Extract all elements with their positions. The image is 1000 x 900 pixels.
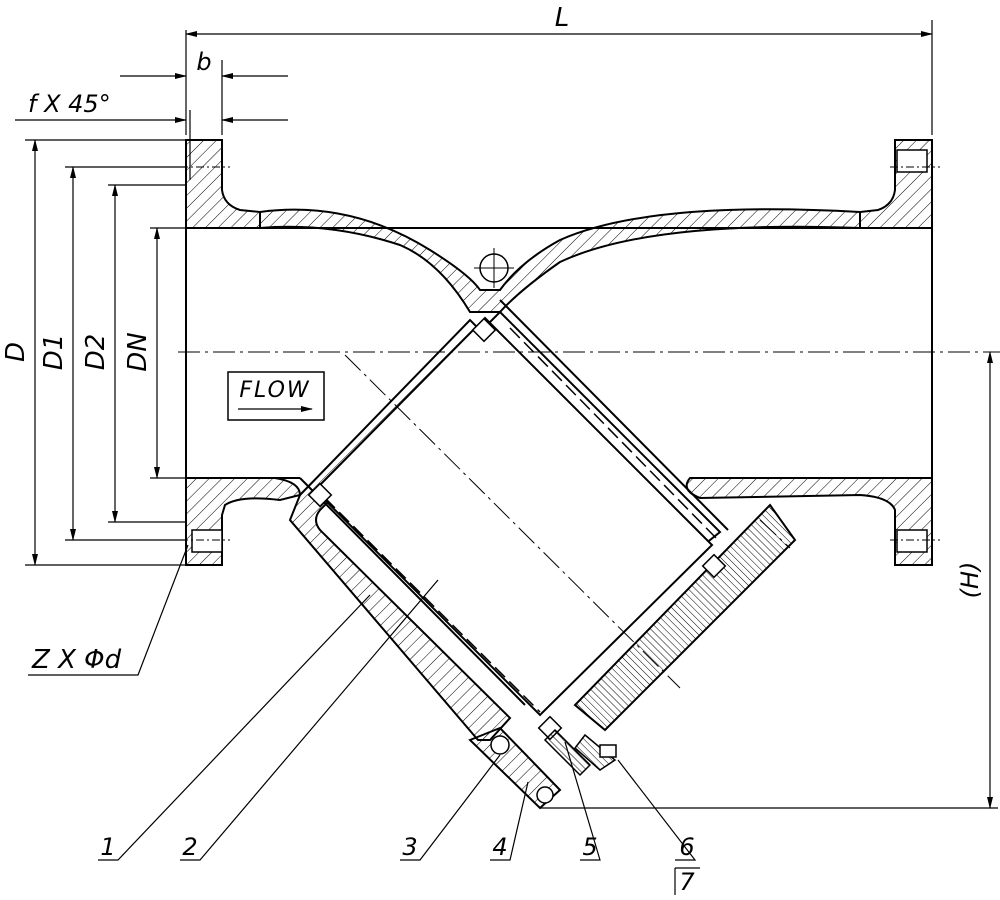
top-wall: [259, 208, 861, 313]
flow-box: [227, 371, 325, 421]
part-number-6: 6: [679, 833, 694, 861]
cover: [573, 503, 797, 732]
label-D: D: [1, 342, 31, 362]
part-leaders: [98, 579, 700, 895]
label-chamfer: f X 45°: [28, 90, 111, 118]
cover-axis: [759, 519, 791, 549]
right-bolt-hole-lower: [896, 529, 928, 553]
screen-inner-line: [299, 477, 526, 706]
seat-block: [471, 317, 497, 343]
leader-part-3: [400, 754, 501, 861]
label-bolt-holes: Z X Φd: [31, 645, 122, 675]
screen-hidden-line: [324, 497, 541, 713]
left-flange: [185, 139, 261, 229]
right-bolt-hole-upper: [896, 149, 928, 173]
label-b: b: [196, 48, 211, 76]
seat-block: [307, 482, 333, 508]
leader-part-4: [490, 781, 529, 861]
label-D1: D1: [39, 334, 69, 371]
screen-outer-line: [499, 299, 729, 531]
left-bolt-hole: [191, 529, 223, 553]
label-H: (H): [956, 562, 984, 599]
part-number-4: 4: [492, 833, 507, 861]
centerlines: [178, 351, 1000, 689]
label-DN: DN: [123, 332, 153, 371]
label-L: L: [555, 3, 570, 33]
dimensions: [15, 20, 998, 809]
part-number-2: 2: [182, 833, 197, 861]
label-D2: D2: [81, 334, 111, 371]
part-number-1: 1: [100, 833, 115, 861]
seat-block: [701, 553, 727, 579]
flow-label: FLOW: [239, 378, 310, 403]
drain-bolt-head: [490, 735, 510, 755]
part-number-7: 7: [679, 868, 695, 896]
leader-part-5: [564, 741, 601, 861]
screen-hidden-line: [509, 327, 719, 541]
strainer-leg: [288, 248, 797, 810]
plug-nut: [599, 744, 617, 758]
right-flange-lower: [685, 477, 933, 566]
part-number-5: 5: [582, 833, 597, 861]
leader-part-1: [98, 594, 371, 861]
leader-part-2: [180, 579, 439, 861]
drain-nut: [536, 786, 554, 804]
screen: [313, 316, 714, 717]
flow-indicator: FLOW: [227, 371, 325, 421]
part-number-3: 3: [402, 833, 417, 861]
strainer-axis: [344, 354, 681, 689]
leader-part-6: [617, 759, 697, 861]
leader-bolt-holes: [28, 544, 189, 676]
